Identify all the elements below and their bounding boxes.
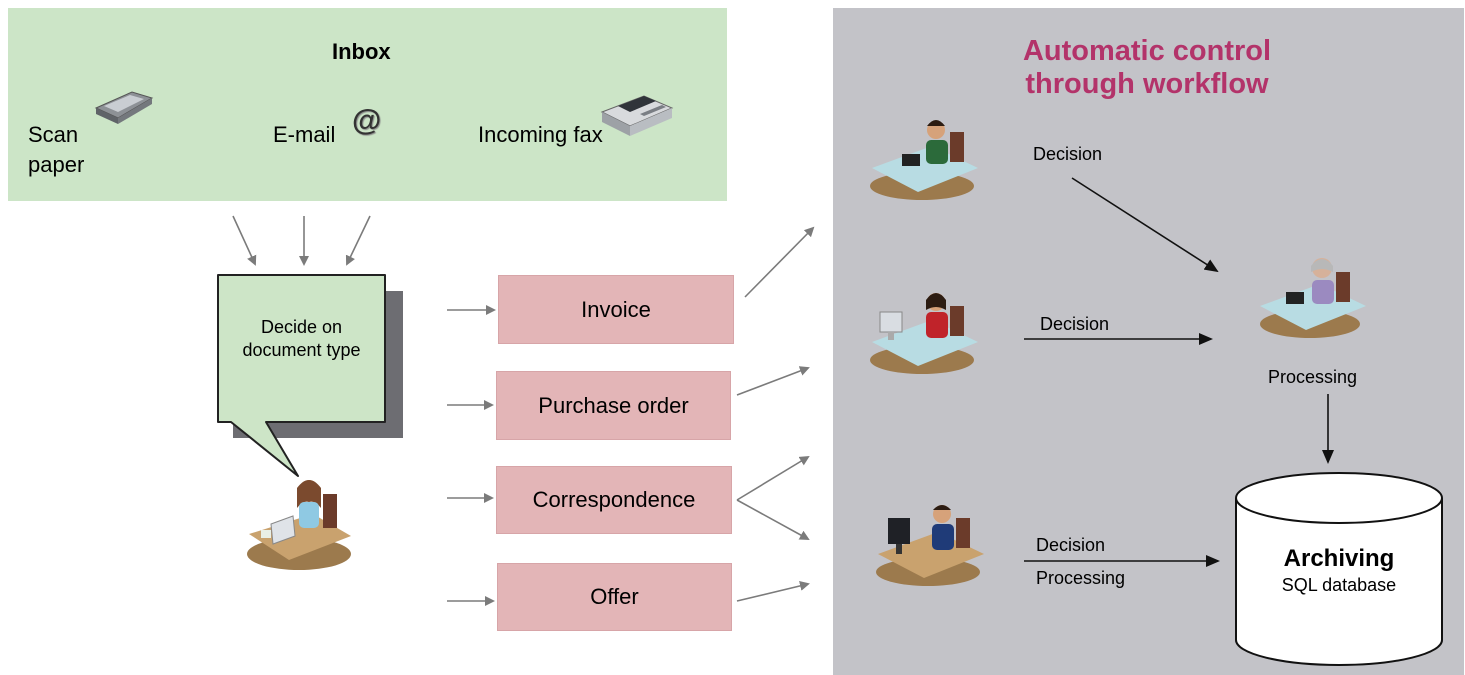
label-processing-right: Processing bbox=[1268, 367, 1358, 387]
arrow-decision-top bbox=[1071, 177, 1219, 273]
label-processing-bottom: Processing bbox=[1036, 568, 1126, 588]
worker-top-icon bbox=[866, 116, 986, 211]
workflow-title-line1: Automatic control bbox=[1022, 35, 1272, 67]
archive-subtitle: SQL database bbox=[1281, 575, 1397, 595]
bubble-text-line1: Decide on bbox=[260, 317, 343, 337]
arrow-offer-out bbox=[736, 581, 810, 602]
inbox-title: Inbox bbox=[332, 39, 391, 64]
scan-label-line2: paper bbox=[28, 152, 85, 177]
worker-middle-icon bbox=[866, 290, 986, 385]
arrow-inbox-3 bbox=[345, 215, 371, 266]
archive-title: Archiving bbox=[1283, 545, 1395, 572]
label-decision-bottom: Decision bbox=[1036, 535, 1106, 555]
doc-type-invoice: Invoice bbox=[498, 275, 734, 344]
person-at-desk-icon bbox=[243, 474, 353, 579]
email-at-icon: @ bbox=[352, 104, 382, 137]
scan-label-line1: Scan bbox=[28, 122, 79, 147]
arrow-invoice-out bbox=[744, 226, 815, 298]
email-label: E-mail bbox=[273, 122, 336, 147]
arrow-corr-out-down bbox=[736, 499, 810, 540]
label-decision-top: Decision bbox=[1033, 144, 1103, 164]
arrow-purchase-out bbox=[736, 366, 810, 396]
doc-type-purchase-order: Purchase order bbox=[496, 371, 731, 440]
arrow-corr-out-up bbox=[736, 455, 810, 501]
fax-machine-icon bbox=[596, 88, 676, 145]
worker-bottom-icon bbox=[872, 502, 992, 597]
doc-type-offer: Offer bbox=[497, 563, 732, 631]
workflow-title-line2: through workflow bbox=[1025, 68, 1269, 100]
worker-processing-icon bbox=[1254, 256, 1374, 351]
scanner-icon bbox=[92, 84, 154, 133]
doc-type-correspondence: Correspondence bbox=[496, 466, 732, 534]
fax-label: Incoming fax bbox=[478, 122, 603, 147]
bubble-text-line2: document type bbox=[242, 340, 361, 360]
arrow-inbox-1 bbox=[232, 215, 257, 266]
label-decision-middle: Decision bbox=[1040, 314, 1110, 334]
